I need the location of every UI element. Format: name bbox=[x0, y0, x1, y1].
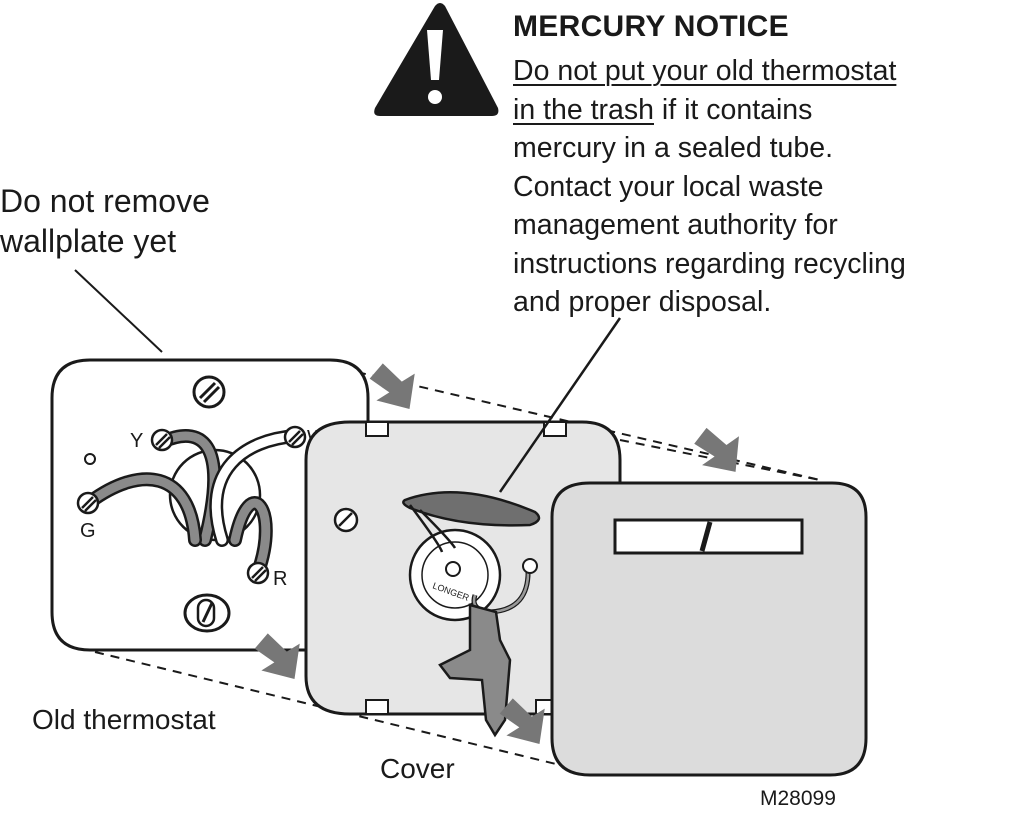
screw-icon bbox=[333, 507, 359, 533]
notice-text: mercury in a sealed tube. bbox=[513, 132, 833, 164]
wallplate-leader-line bbox=[74, 269, 163, 353]
arrow-icon bbox=[361, 354, 428, 419]
terminal-r-label: R bbox=[273, 568, 287, 590]
thermostat-front-housing bbox=[550, 481, 868, 777]
notice-text: Contact your local waste bbox=[513, 170, 824, 203]
terminal-y-label: Y bbox=[130, 430, 143, 452]
notice-text: if it contains bbox=[654, 93, 813, 126]
mercury-notice-title: MERCURY NOTICE bbox=[513, 10, 789, 43]
notice-text: instructions regarding recycling bbox=[513, 247, 906, 280]
screw-icon bbox=[183, 593, 231, 633]
terminal-g-label: G bbox=[80, 520, 96, 542]
wallplate-callout-line: Do not remove bbox=[0, 183, 210, 219]
screw-icon bbox=[76, 491, 100, 515]
screw-icon bbox=[246, 561, 270, 585]
thermostat-cover: LONGER bbox=[304, 420, 622, 738]
cover-label: Cover bbox=[380, 753, 455, 784]
wallplate-callout-line: wallplate yet bbox=[0, 223, 177, 259]
old-thermostat-wallplate: Y W G R bbox=[50, 358, 370, 652]
screw-icon bbox=[283, 425, 307, 449]
figure-code: M28099 bbox=[760, 787, 836, 810]
arrow-icon bbox=[686, 418, 753, 483]
notice-leader-line bbox=[498, 317, 622, 493]
screw-icon bbox=[150, 428, 174, 452]
notice-text: management authority for bbox=[513, 209, 838, 241]
old-thermostat-label: Old thermostat bbox=[32, 704, 216, 735]
screw-icon bbox=[192, 375, 226, 409]
warning-triangle-icon bbox=[374, 3, 499, 116]
notice-text: and proper disposal. bbox=[513, 286, 772, 318]
mercury-tube bbox=[402, 491, 541, 527]
mercury-notice-body: Do not put your old thermostat in the tr… bbox=[513, 52, 1013, 322]
notice-underlined-text: Do not put your old thermostat bbox=[513, 55, 897, 87]
wallplate-callout: Do not remove wallplate yet bbox=[0, 181, 210, 261]
notice-underlined-text: in the trash bbox=[513, 93, 654, 126]
